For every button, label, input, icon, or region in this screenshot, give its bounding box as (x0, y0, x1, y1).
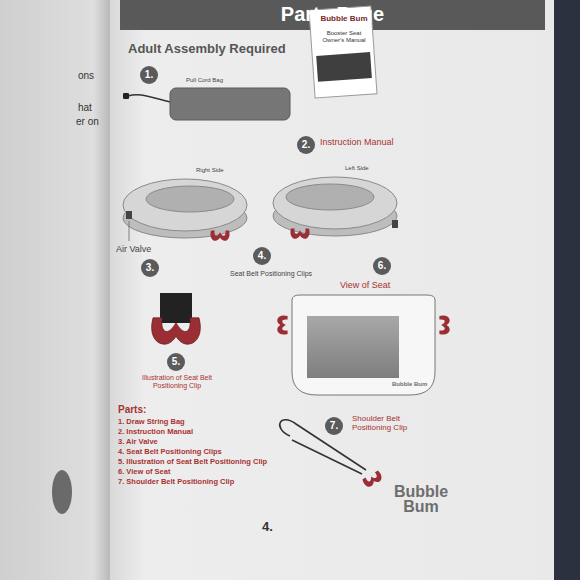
previous-page-text: ons (78, 70, 94, 82)
callout-number: 5. (167, 353, 185, 371)
part-caption: View of Seat (340, 280, 390, 290)
previous-page-text: er on (76, 116, 99, 128)
parts-heading: Parts: (118, 404, 146, 416)
callout-text: 4. (258, 251, 266, 261)
booster-seat-right-side (123, 179, 247, 241)
side-caption: Left Side (345, 165, 369, 172)
callout-text: 5. (172, 357, 180, 367)
callout-text: 6. (378, 261, 386, 271)
part-caption: Pull Cord Bag (186, 77, 223, 84)
seat-belt-clip-illustration (152, 293, 201, 344)
callout-text: 1. (145, 70, 153, 80)
part-caption: Illustration of Seat Belt Positioning Cl… (131, 374, 223, 390)
callout-number: 3. (141, 259, 159, 277)
thumb-shadow (52, 470, 72, 514)
callout-number: 7. (325, 417, 343, 435)
callout-text: 7. (330, 421, 338, 431)
previous-page (0, 0, 110, 580)
previous-page-text: hat (78, 102, 92, 114)
page-number: 4. (262, 520, 273, 535)
part-caption: Shoulder Belt Positioning Clip (352, 414, 424, 432)
page-sheet (110, 0, 554, 580)
seat-top-view (277, 295, 449, 395)
callout-number: 4. (253, 247, 271, 265)
cover-title: Booster Seat Owner's Manual (318, 30, 370, 44)
logo-text: Bubble Bum (384, 484, 458, 514)
part-caption: Seat Belt Positioning Clips (230, 270, 312, 278)
callout-number: 2. (297, 136, 315, 154)
parts-list-item: 4. Seat Belt Positioning Clips (118, 448, 222, 457)
parts-list-item: 3. Air Valve (118, 438, 158, 447)
parts-list-item: 1. Draw String Bag (118, 418, 185, 427)
section-heading: Adult Assembly Required (128, 42, 286, 57)
part-caption: Air Valve (116, 244, 151, 254)
callout-text: 2. (302, 140, 310, 150)
part-caption: Instruction Manual (320, 137, 394, 147)
background-cloth (554, 0, 580, 580)
callout-number: 1. (140, 66, 158, 84)
logo-text: Bubble Bum (392, 381, 427, 388)
callout-text: 3. (146, 263, 154, 273)
parts-list-item: 6. View of Seat (118, 468, 170, 477)
callout-number: 6. (373, 257, 391, 275)
parts-list-item: 2. Instruction Manual (118, 428, 193, 437)
logo-text: Bubble Bum (318, 14, 370, 23)
draw-string-bag (123, 88, 290, 120)
booster-seat-left-side (273, 177, 398, 239)
parts-list-item: 5. Illustration of Seat Belt Positioning… (118, 458, 267, 467)
side-caption: Right Side (196, 167, 224, 174)
parts-list-item: 7. Shoulder Belt Positioning Clip (118, 478, 234, 487)
